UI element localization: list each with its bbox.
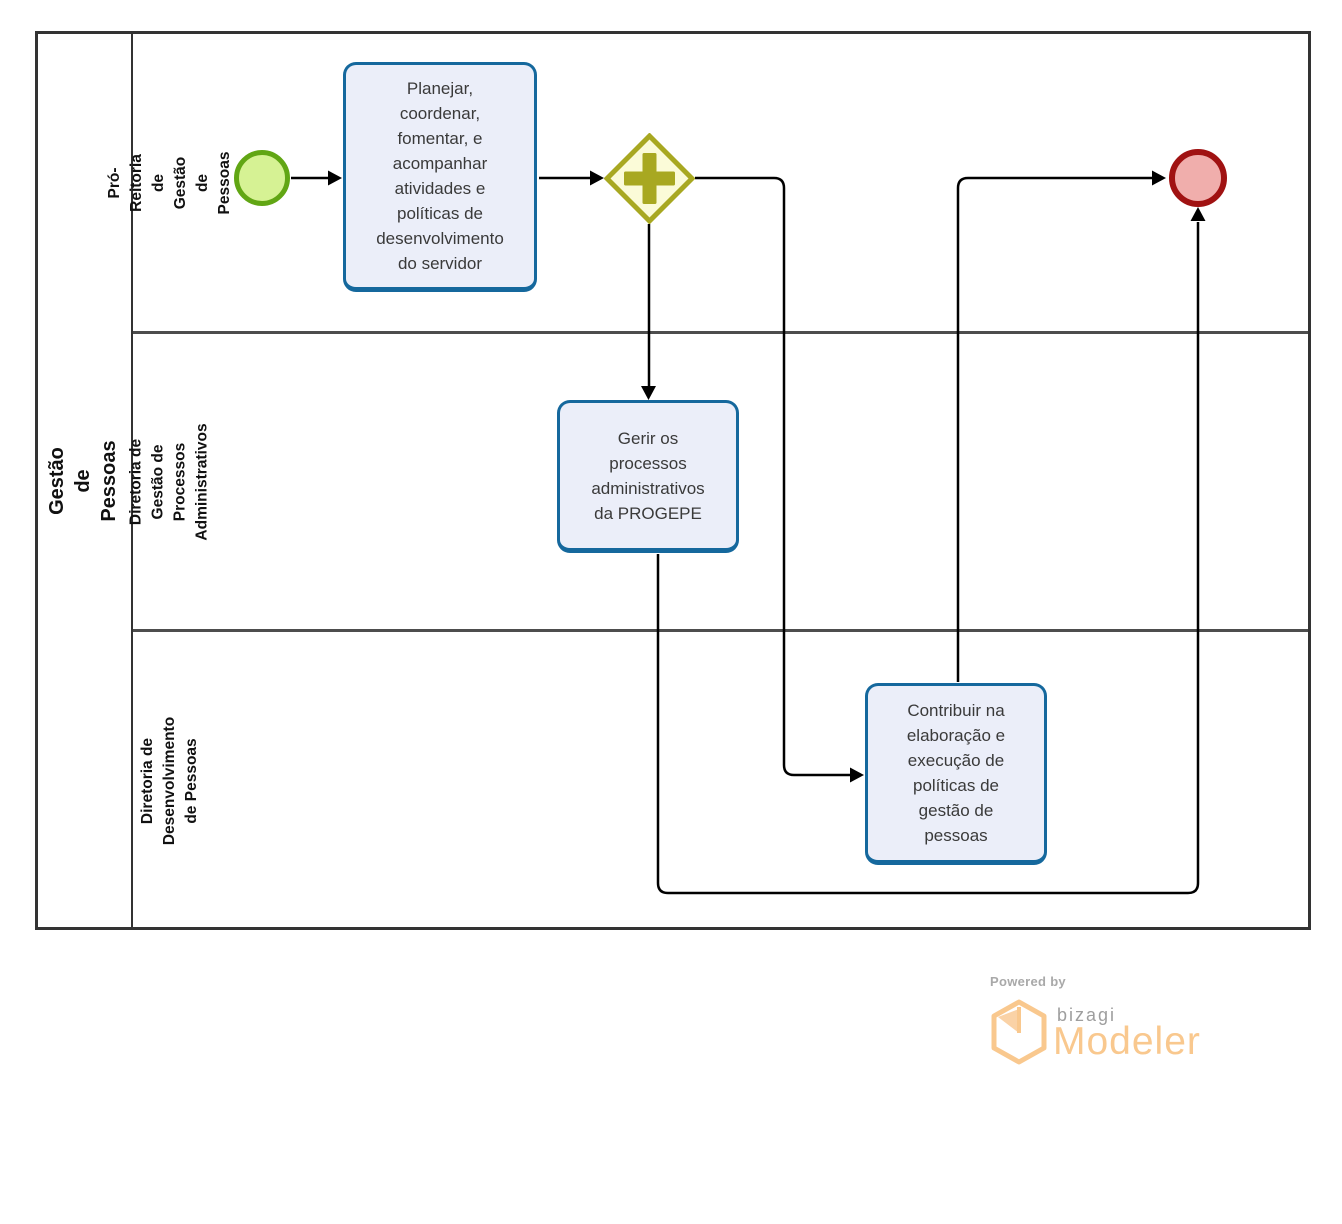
task-contribuir[interactable]: Contribuir na elaboração e execução de p… xyxy=(865,683,1047,865)
plus-icon xyxy=(624,153,675,204)
task-planejar-label: Planejar, coordenar, fomentar, e acompan… xyxy=(376,79,504,273)
parallel-gateway[interactable] xyxy=(604,133,695,224)
pool-header-divider xyxy=(131,31,133,930)
bizagi-brand-label: bizagi xyxy=(1057,1005,1117,1025)
task-contribuir-label: Contribuir na elaboração e execução de p… xyxy=(906,701,1006,845)
end-event[interactable] xyxy=(1169,149,1227,207)
modeler-product-label: Modeler xyxy=(1053,1020,1201,1063)
lane-divider-2 xyxy=(133,629,1308,632)
task-gerir[interactable]: Gerir os processos administrativos da PR… xyxy=(557,400,739,553)
powered-by-label: Powered by xyxy=(990,974,1066,989)
task-gerir-label: Gerir os processos administrativos da PR… xyxy=(591,428,705,523)
start-event[interactable] xyxy=(234,150,290,206)
bizagi-logo-icon xyxy=(991,999,1047,1065)
task-planejar[interactable]: Planejar, coordenar, fomentar, e acompan… xyxy=(343,62,537,292)
lane-divider-1 xyxy=(133,331,1308,334)
